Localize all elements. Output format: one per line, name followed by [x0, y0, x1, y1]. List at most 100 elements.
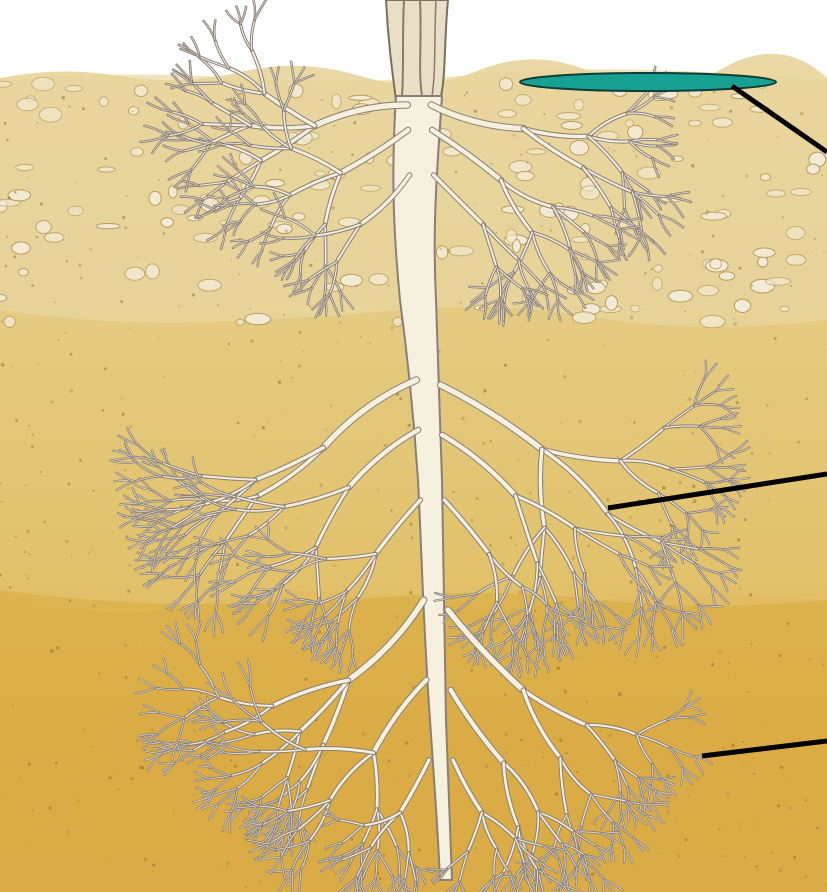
- soil-speck: [374, 666, 376, 668]
- pebble: [573, 312, 596, 324]
- soil-speck: [217, 304, 219, 306]
- soil-speck: [382, 853, 386, 857]
- soil-speck: [163, 376, 164, 377]
- soil-speck: [168, 682, 169, 683]
- soil-speck: [650, 268, 653, 271]
- soil-speck: [576, 771, 578, 773]
- soil-speck: [662, 486, 666, 490]
- soil-speck: [439, 351, 441, 353]
- pebble: [39, 107, 62, 122]
- soil-speck: [65, 332, 67, 334]
- soil-speck: [745, 175, 748, 178]
- soil-speck: [744, 518, 747, 521]
- soil-speck: [663, 646, 666, 649]
- soil-speck: [31, 284, 34, 287]
- soil-speck: [98, 672, 100, 674]
- soil-speck: [766, 404, 769, 407]
- soil-speck: [618, 692, 622, 696]
- soil-speck: [719, 650, 722, 653]
- soil-speck: [769, 452, 771, 454]
- soil-speck: [555, 792, 558, 795]
- soil-speck: [816, 827, 818, 829]
- soil-speck: [405, 742, 408, 745]
- pebble: [99, 97, 108, 107]
- soil-speck: [643, 550, 644, 551]
- pebble: [360, 185, 380, 191]
- soil-speck: [388, 710, 389, 711]
- soil-speck: [701, 250, 704, 253]
- soil-speck: [126, 535, 128, 537]
- pebble: [699, 104, 720, 111]
- soil-speck: [344, 882, 346, 884]
- soil-speck: [236, 563, 239, 566]
- soil-speck: [321, 99, 323, 101]
- soil-speck: [726, 793, 729, 796]
- pebble: [161, 218, 173, 228]
- pebble: [516, 171, 534, 180]
- soil-speck: [325, 429, 327, 431]
- soil-speck: [527, 162, 529, 164]
- soil-speck: [560, 422, 561, 423]
- pebble: [557, 113, 581, 120]
- soil-speck: [540, 707, 542, 709]
- pebble: [506, 229, 517, 243]
- soil-speck: [37, 364, 39, 366]
- soil-speck: [298, 766, 300, 768]
- soil-speck: [569, 491, 571, 493]
- pebble: [688, 120, 701, 126]
- soil-speck: [691, 502, 693, 504]
- soil-speck: [24, 551, 27, 554]
- soil-speck: [739, 267, 742, 270]
- soil-speck: [504, 364, 507, 367]
- soil-speck: [786, 622, 789, 625]
- soil-speck: [120, 300, 123, 303]
- pebble: [340, 274, 362, 286]
- soil-speck: [633, 421, 636, 424]
- soil-speck: [719, 828, 721, 830]
- soil-speck: [527, 765, 529, 767]
- soil-speck: [302, 351, 304, 353]
- soil-speck: [122, 216, 125, 219]
- soil-speck: [388, 285, 390, 287]
- soil-speck: [555, 737, 556, 738]
- pebble: [791, 188, 811, 196]
- soil-speck: [78, 799, 80, 801]
- soil-speck: [821, 175, 823, 177]
- soil-speck: [712, 235, 715, 238]
- soil-speck: [823, 251, 824, 252]
- soil-speck: [804, 711, 805, 712]
- soil-speck: [629, 516, 632, 519]
- soil-speck: [160, 647, 162, 649]
- soil-speck: [360, 336, 362, 338]
- soil-speck: [62, 96, 66, 100]
- soil-speck: [689, 254, 690, 255]
- soil-speck: [742, 741, 744, 743]
- soil-speck: [300, 649, 301, 650]
- soil-speck: [76, 182, 77, 183]
- soil-speck: [27, 177, 29, 179]
- pebble: [332, 94, 341, 109]
- soil-speck: [51, 401, 54, 404]
- soil-speck: [37, 122, 39, 124]
- soil-speck: [285, 413, 287, 415]
- soil-speck: [71, 554, 73, 556]
- soil-speck: [228, 343, 230, 345]
- soil-speck: [579, 534, 580, 535]
- pebble: [245, 313, 271, 324]
- soil-speck: [70, 353, 73, 356]
- soil-speck: [739, 823, 740, 824]
- pebble: [65, 85, 82, 91]
- soil-speck: [575, 627, 577, 629]
- soil-speck: [658, 848, 659, 849]
- soil-speck: [102, 409, 104, 411]
- soil-speck: [319, 484, 322, 487]
- soil-speck: [501, 562, 504, 565]
- soil-speck: [279, 359, 281, 361]
- soil-speck: [782, 216, 784, 218]
- soil-speck: [710, 637, 712, 639]
- soil-speck: [333, 125, 335, 127]
- soil-speck: [744, 856, 746, 858]
- soil-speck: [70, 390, 73, 393]
- soil-speck: [684, 310, 686, 312]
- soil-speck: [104, 367, 107, 370]
